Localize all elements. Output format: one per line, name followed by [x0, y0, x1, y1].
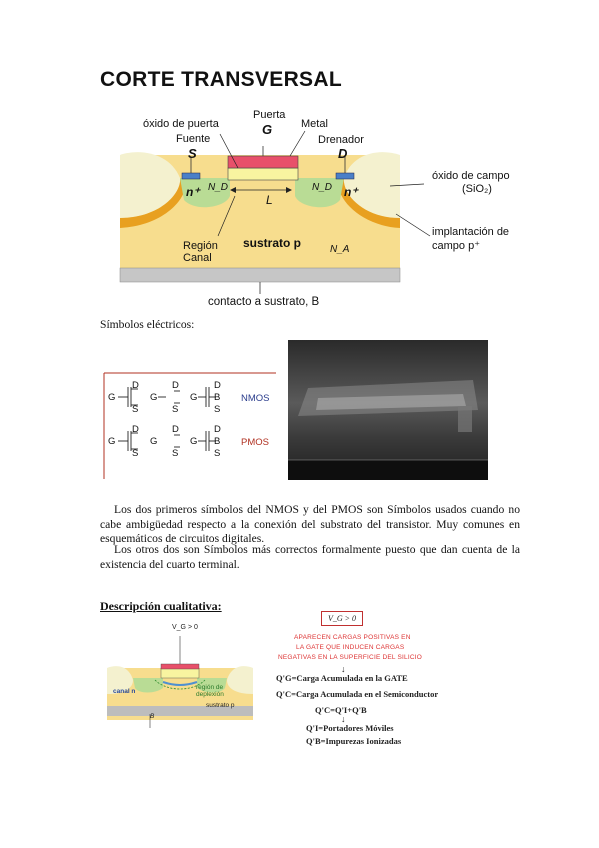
symbols-panel: [103, 372, 276, 479]
note-line-2: LA GATE QUE INDUCEN CARGAS: [296, 644, 405, 651]
note-line-1: APARECEN CARGAS POSITIVAS EN: [294, 634, 411, 641]
label-oxido-puerta: óxido de puerta: [143, 118, 219, 130]
label-contacto: contacto a sustrato, B: [208, 296, 320, 308]
sustrato-p-small-label: sustrato p: [206, 702, 235, 709]
label-sio2: (SiO₂): [462, 183, 492, 195]
label-sustrato: sustrato p: [243, 236, 302, 250]
sym-s-3: S: [214, 404, 221, 415]
sym-g-3: G: [190, 392, 198, 403]
sym-g-5: G: [150, 436, 158, 447]
equation-5: Q'B=Impurezas Ionizadas: [306, 736, 402, 746]
paragraph-1: Los dos primeros símbolos del NMOS y del…: [100, 503, 520, 545]
sym-s-6: S: [214, 448, 221, 459]
sym-g-6: G: [190, 436, 198, 447]
qualitative-diagram: [107, 636, 253, 728]
region-deplexion-label: región de deplexión: [196, 684, 224, 698]
equation-2: Q'C=Carga Acumulada en el Semiconductor: [276, 689, 439, 699]
label-n-plus-left: n⁺: [186, 185, 200, 199]
label-na: N_A: [330, 244, 350, 255]
b-small-label: B: [150, 713, 155, 720]
sym-g-1: G: [108, 392, 116, 403]
canal-n-label: canal n: [113, 688, 136, 695]
label-metal: Metal: [301, 118, 328, 130]
sym-d-4: D: [132, 424, 139, 435]
vg-box: V_G > 0: [321, 611, 363, 626]
arrow-2: ↓: [341, 714, 346, 724]
sym-b-1: B: [214, 392, 221, 403]
sym-s-5: S: [172, 448, 179, 459]
sem-micrograph-photo: [288, 340, 488, 480]
sym-d-6: D: [214, 424, 221, 435]
sym-s-1: S: [132, 404, 139, 415]
field-oxide-right: [343, 152, 400, 218]
sym-d-5: D: [172, 424, 179, 435]
nmos-label: NMOS: [241, 393, 270, 404]
paragraph-2: Los otros dos son Símbolos más correctos…: [100, 543, 520, 571]
sym-s-2: S: [172, 404, 179, 415]
substrate-contact-layer: [119, 267, 401, 283]
sym-d-1: D: [132, 380, 139, 391]
n-plus-source: [180, 178, 230, 208]
label-canal: Canal: [183, 252, 212, 264]
field-implant-right: [337, 178, 400, 228]
field-oxide-left: [120, 152, 181, 218]
descripcion-heading: Descripción cualitativa:: [100, 599, 222, 613]
label-drenador: Drenador: [318, 134, 364, 146]
equation-1: Q'G=Carga Acumulada en la GATE: [276, 673, 408, 683]
equation-3: Q'C=Q'I+Q'B: [315, 705, 367, 715]
label-oxido-campo: óxido de campo: [432, 170, 510, 182]
simbolos-label: Símbolos eléctricos:: [100, 318, 195, 331]
sym-g-2: G: [150, 392, 158, 403]
label-fuente: Fuente: [176, 133, 211, 145]
sym-b-2: B: [214, 436, 221, 447]
sym-d-2: D: [172, 380, 179, 391]
n-plus-drain: [295, 178, 344, 208]
equation-4: Q'I=Portadores Móviles: [306, 723, 394, 733]
label-implantacion: implantación de: [432, 226, 510, 238]
sym-g-4: G: [108, 436, 116, 447]
cross-section-diagram: [119, 130, 431, 294]
drain-contact: [335, 172, 355, 180]
label-s: S: [188, 146, 197, 161]
label-nd-left: N_D: [208, 182, 229, 193]
arrow-1: ↓: [341, 664, 346, 674]
gate-oxide: [227, 167, 299, 181]
source-contact: [181, 172, 201, 180]
label-puerta: Puerta: [253, 109, 286, 121]
page-title: CORTE TRANSVERSAL: [100, 68, 342, 91]
sym-s-4: S: [132, 448, 139, 459]
label-d: D: [338, 146, 348, 161]
note-line-3: NEGATIVAS EN LA SUPERFICIE DEL SILICIO: [278, 654, 423, 661]
field-implant-left: [120, 178, 187, 228]
pmos-label: PMOS: [241, 437, 269, 448]
vg-small-label: V_G > 0: [172, 624, 198, 631]
label-region: Región: [183, 240, 218, 252]
label-g: G: [262, 122, 273, 137]
label-nd-right: N_D: [312, 182, 333, 193]
label-n-plus-right: n⁺: [344, 185, 358, 199]
sym-d-3: D: [214, 380, 221, 391]
gate-metal: [227, 155, 299, 169]
label-campo: campo p⁺: [432, 240, 480, 252]
label-l: L: [266, 193, 273, 207]
